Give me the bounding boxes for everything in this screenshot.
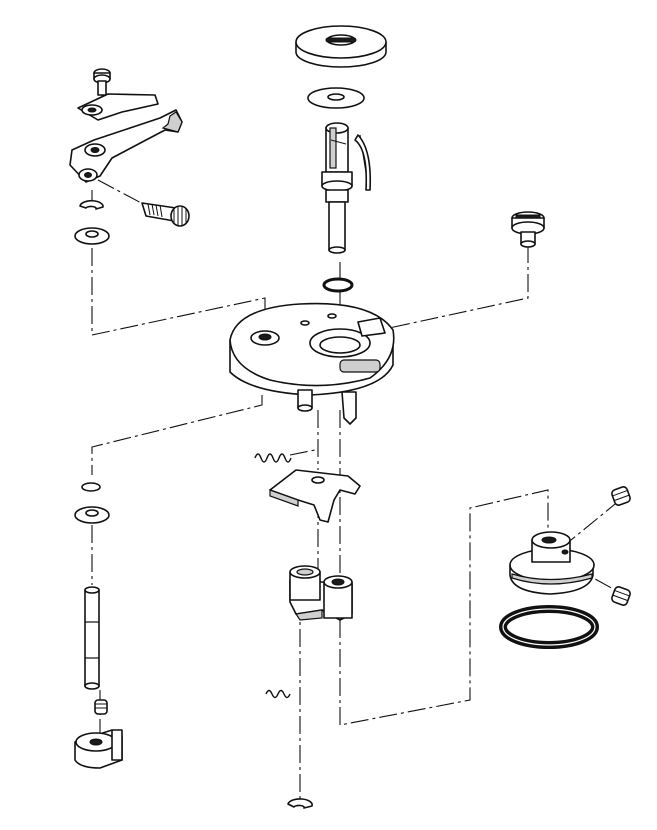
hub-collar: [74, 729, 123, 769]
slotted-screw: [511, 211, 545, 248]
pulley: [509, 531, 595, 595]
pin-shaft: [84, 586, 100, 690]
spring-clip: [354, 134, 372, 191]
leader-lines: [91, 80, 621, 800]
flat-washer: [307, 87, 365, 109]
fork-plate: [269, 469, 361, 523]
set-screw-top-right: [611, 486, 631, 506]
spindle-shaft: [321, 122, 353, 254]
plate-bracket: [77, 93, 159, 121]
small-ring-left: [81, 482, 101, 492]
drive-belt: [499, 605, 599, 649]
set-screw-left: [94, 699, 108, 715]
washer-left-lower: [74, 506, 110, 524]
coil-spring-lower: [265, 689, 291, 699]
lever-arm: [69, 109, 183, 183]
gear-disc: [295, 25, 387, 68]
crank-block: [289, 565, 353, 621]
coil-spring-upper: [254, 453, 292, 463]
threaded-pin: [141, 202, 190, 227]
washer-left: [74, 227, 110, 245]
e-ring-left: [79, 199, 104, 210]
screw-top-left: [93, 68, 111, 96]
retaining-ring: [287, 798, 313, 809]
housing-base: [229, 302, 395, 425]
set-screw-lower-right: [611, 586, 631, 606]
o-ring: [322, 277, 354, 293]
